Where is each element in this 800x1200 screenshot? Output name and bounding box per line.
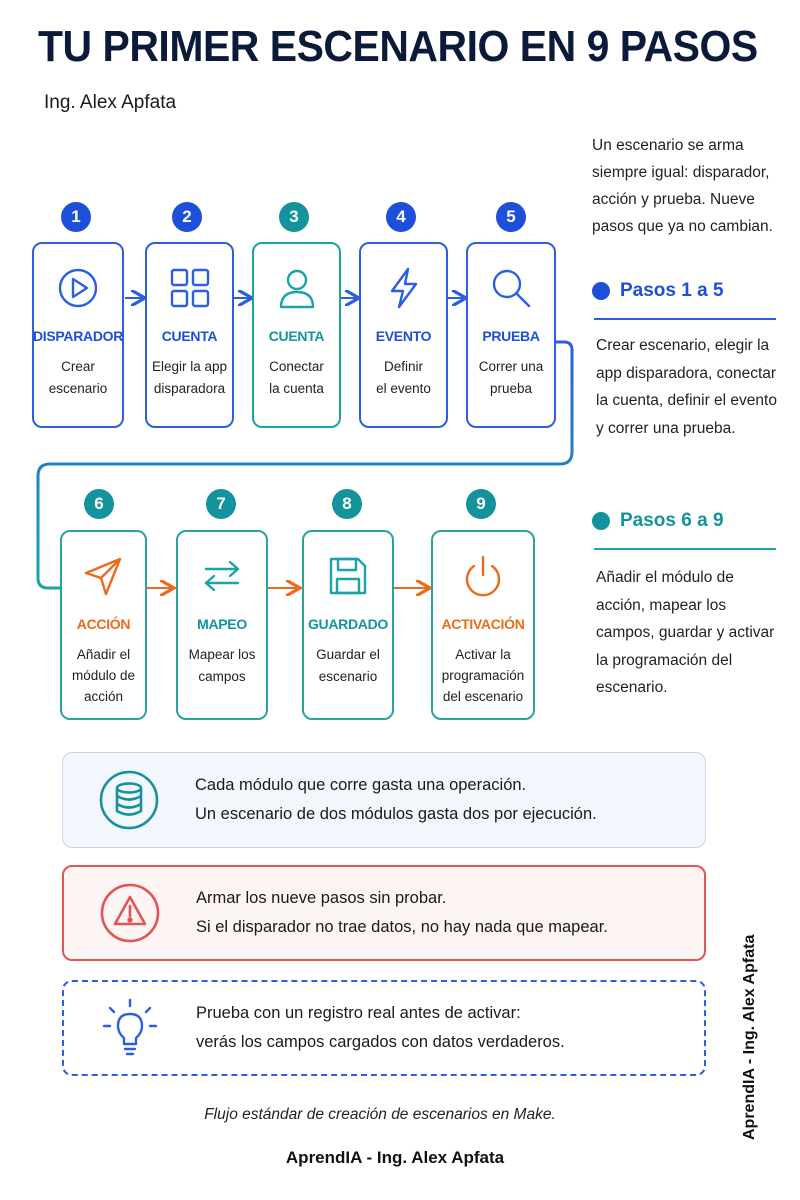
info-note: Cada módulo que corre gasta una operació…	[62, 752, 706, 848]
step-9-label: ACTIVACIÓN	[441, 616, 525, 632]
section-1-rule	[594, 318, 776, 320]
user-icon	[271, 262, 323, 314]
send-icon	[78, 550, 130, 602]
lightning-icon	[378, 262, 430, 314]
step-4-badge: 4	[386, 202, 416, 232]
lightbulb-icon	[64, 996, 196, 1060]
section-2-text: Añadir el módulo de acción, mapear los c…	[596, 569, 775, 696]
footer: AprendIA - Ing. Alex Apfata	[285, 1148, 505, 1167]
section-2-dot	[592, 512, 610, 530]
warning-note: Armar los nueve pasos sin probar.Si el d…	[62, 865, 706, 961]
swap-arrows-icon	[196, 550, 248, 602]
author: Ing. Alex Apfata	[44, 92, 177, 113]
section-1-text: Crear escenario, elegir la app disparado…	[596, 337, 777, 437]
page-title: TU PRIMER ESCENARIO EN 9 PASOS	[38, 22, 758, 71]
floppy-disk-icon	[322, 550, 374, 602]
step-4-label: EVENTO	[375, 328, 432, 344]
step-1-badge: 1	[61, 202, 91, 232]
side-watermark: AprendIA - Ing. Alex Apfata	[741, 934, 758, 1140]
apps-grid-icon	[164, 262, 216, 314]
section-1-dot	[592, 282, 610, 300]
step-1-label: DISPARADOR	[32, 328, 124, 344]
step-3-badge: 3	[279, 202, 309, 232]
section-2-rule	[594, 548, 776, 550]
power-icon	[457, 550, 509, 602]
step-2-badge: 2	[172, 202, 202, 232]
step-6-badge: 6	[84, 489, 114, 519]
step-7-badge: 7	[206, 489, 236, 519]
section-2-heading: Pasos 6 a 9	[592, 510, 724, 532]
info-note-text: Cada módulo que corre gasta una operació…	[195, 776, 597, 823]
step-9-badge: 9	[466, 489, 496, 519]
step-7-label: MAPEO	[197, 616, 247, 632]
step-6-label: ACCIÓN	[76, 616, 131, 632]
caption: Flujo estándar de creación de escenarios…	[204, 1106, 556, 1123]
step-5-badge: 5	[496, 202, 526, 232]
step-3-label: CUENTA	[268, 328, 325, 344]
step-8-label: GUARDADO	[307, 616, 389, 632]
step-5-label: PRUEBA	[482, 328, 540, 344]
step-8-badge: 8	[332, 489, 362, 519]
warning-note-text: Armar los nueve pasos sin probar.Si el d…	[196, 889, 608, 936]
tip-note-text: Prueba con un registro real antes de act…	[196, 1004, 565, 1051]
database-icon	[63, 769, 195, 831]
search-icon	[485, 262, 537, 314]
warning-icon	[64, 882, 196, 944]
step-2-label: CUENTA	[161, 328, 218, 344]
intro-text: Un escenario se arma siempre igual: disp…	[592, 137, 773, 235]
section-1-heading: Pasos 1 a 5	[592, 280, 724, 302]
tip-note: Prueba con un registro real antes de act…	[62, 980, 706, 1076]
play-circle-icon	[52, 262, 104, 314]
